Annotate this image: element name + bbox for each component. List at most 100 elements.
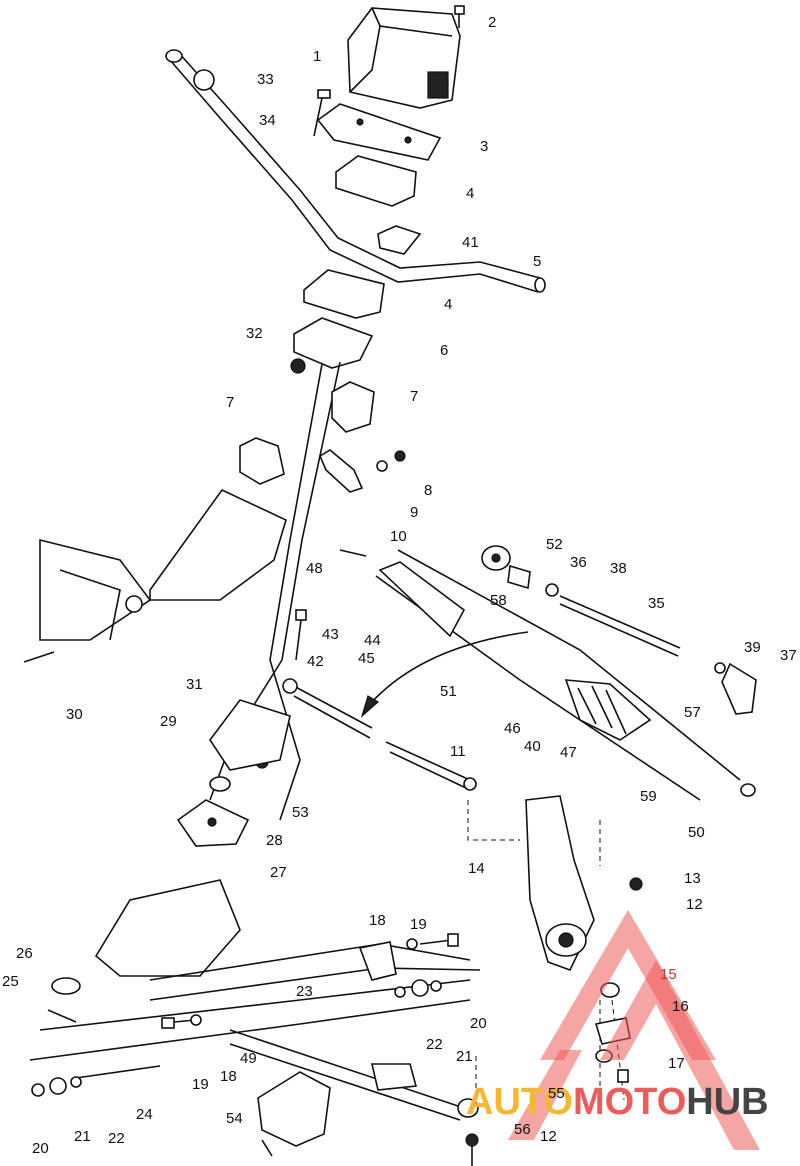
callout-36: 36 bbox=[570, 554, 587, 571]
post-clamp bbox=[318, 449, 364, 493]
callout-15: 15 bbox=[660, 966, 677, 983]
callout-32: 32 bbox=[246, 325, 263, 342]
handlebar bbox=[165, 49, 546, 293]
callout-31: 31 bbox=[186, 676, 203, 693]
bolt-42 bbox=[295, 609, 307, 661]
pin-25 bbox=[47, 1009, 77, 1023]
callout-11: 11 bbox=[450, 743, 466, 760]
callout-4: 4 bbox=[444, 296, 452, 313]
callout-45: 45 bbox=[358, 650, 375, 667]
callout-43: 43 bbox=[322, 626, 339, 643]
callout-21: 21 bbox=[456, 1048, 473, 1065]
watermark-part2: MOTO bbox=[573, 1081, 686, 1123]
callout-44: 44 bbox=[364, 632, 381, 649]
callout-23: 23 bbox=[296, 983, 313, 1000]
callout-8: 8 bbox=[424, 482, 432, 499]
inner-tie-rod bbox=[559, 595, 681, 657]
callout-52: 52 bbox=[546, 536, 563, 553]
skid-bracket-49 bbox=[257, 1071, 331, 1147]
callout-25: 25 bbox=[2, 973, 19, 990]
callout-59: 59 bbox=[640, 788, 657, 805]
nut-38 bbox=[545, 583, 559, 597]
callout-17: 17 bbox=[668, 1055, 685, 1072]
bolt bbox=[313, 89, 331, 137]
callout-26: 26 bbox=[16, 945, 33, 962]
callout-22: 22 bbox=[108, 1130, 125, 1147]
callout-51: 51 bbox=[440, 683, 457, 700]
callout-58: 58 bbox=[490, 592, 507, 609]
a-arm bbox=[358, 941, 479, 1118]
callout-13: 13 bbox=[684, 870, 701, 887]
svg-text:AUTOMOTOHUB: AUTOMOTOHUB bbox=[466, 1081, 769, 1123]
pin-48 bbox=[339, 549, 367, 557]
screw bbox=[454, 5, 465, 28]
nut bbox=[290, 358, 306, 374]
callout-53: 53 bbox=[292, 804, 309, 821]
callout-1: 1 bbox=[313, 48, 321, 65]
callout-33: 33 bbox=[257, 71, 274, 88]
clamp-block-upper bbox=[335, 155, 417, 207]
tie-rod bbox=[282, 678, 477, 791]
steering-rack bbox=[375, 549, 741, 801]
watermark-part1: AUTO bbox=[466, 1081, 573, 1123]
callout-49: 49 bbox=[240, 1050, 257, 1067]
callout-19: 19 bbox=[192, 1076, 209, 1093]
callout-7: 7 bbox=[410, 388, 418, 405]
callout-29: 29 bbox=[160, 713, 177, 730]
rack-cap-50 bbox=[740, 783, 756, 797]
nut-39 bbox=[714, 662, 726, 674]
callout-34: 34 bbox=[259, 112, 276, 129]
callout-30: 30 bbox=[66, 706, 83, 723]
callout-28: 28 bbox=[266, 832, 283, 849]
callout-20: 20 bbox=[470, 1015, 487, 1032]
callout-55: 55 bbox=[548, 1085, 565, 1102]
callout-57: 57 bbox=[684, 704, 701, 721]
nut-13 bbox=[629, 877, 643, 891]
callout-35: 35 bbox=[648, 595, 665, 612]
callout-5: 5 bbox=[533, 253, 541, 270]
callout-9: 9 bbox=[410, 504, 418, 521]
callout-22: 22 bbox=[426, 1036, 443, 1053]
cap-26 bbox=[51, 977, 81, 995]
pivot-shaft-24 bbox=[75, 1065, 161, 1079]
callout-3: 3 bbox=[480, 138, 488, 155]
callout-7: 7 bbox=[226, 394, 234, 411]
callout-46: 46 bbox=[504, 720, 521, 737]
callout-41: 41 bbox=[462, 234, 479, 251]
clamp-block-lower bbox=[303, 269, 385, 319]
callout-38: 38 bbox=[610, 560, 627, 577]
bushing-left bbox=[239, 437, 285, 485]
callout-14: 14 bbox=[468, 860, 485, 877]
callout-56: 56 bbox=[514, 1121, 531, 1138]
bolt-30 bbox=[23, 651, 55, 663]
callout-12: 12 bbox=[686, 896, 703, 913]
callout-37: 37 bbox=[780, 647, 797, 664]
tie-rod-end bbox=[721, 662, 757, 715]
callout-24: 24 bbox=[136, 1106, 153, 1123]
callout-12: 12 bbox=[540, 1128, 557, 1145]
watermark-logo: AUTOMOTOHUB bbox=[466, 910, 769, 1150]
bushing-right bbox=[331, 381, 375, 433]
washer-28 bbox=[209, 776, 231, 792]
callout-18: 18 bbox=[220, 1068, 237, 1085]
watermark-part3: HUB bbox=[686, 1081, 768, 1123]
callout-27: 27 bbox=[270, 864, 287, 881]
callout-54: 54 bbox=[226, 1110, 243, 1127]
handlebar-pad bbox=[347, 7, 461, 109]
rack-eye-end bbox=[481, 545, 531, 590]
frame-bracket bbox=[39, 488, 287, 641]
pin-54 bbox=[261, 1139, 273, 1157]
spacer bbox=[377, 225, 422, 255]
spindle-knuckle bbox=[525, 795, 595, 971]
callout-2: 2 bbox=[488, 14, 496, 31]
callout-40: 40 bbox=[524, 738, 541, 755]
pivot-bracket bbox=[209, 699, 291, 771]
lower-frame bbox=[29, 879, 481, 1121]
callout-50: 50 bbox=[688, 824, 705, 841]
callout-42: 42 bbox=[307, 653, 324, 670]
callout-19: 19 bbox=[410, 916, 427, 933]
callout-6: 6 bbox=[440, 342, 448, 359]
callout-21: 21 bbox=[74, 1128, 91, 1145]
